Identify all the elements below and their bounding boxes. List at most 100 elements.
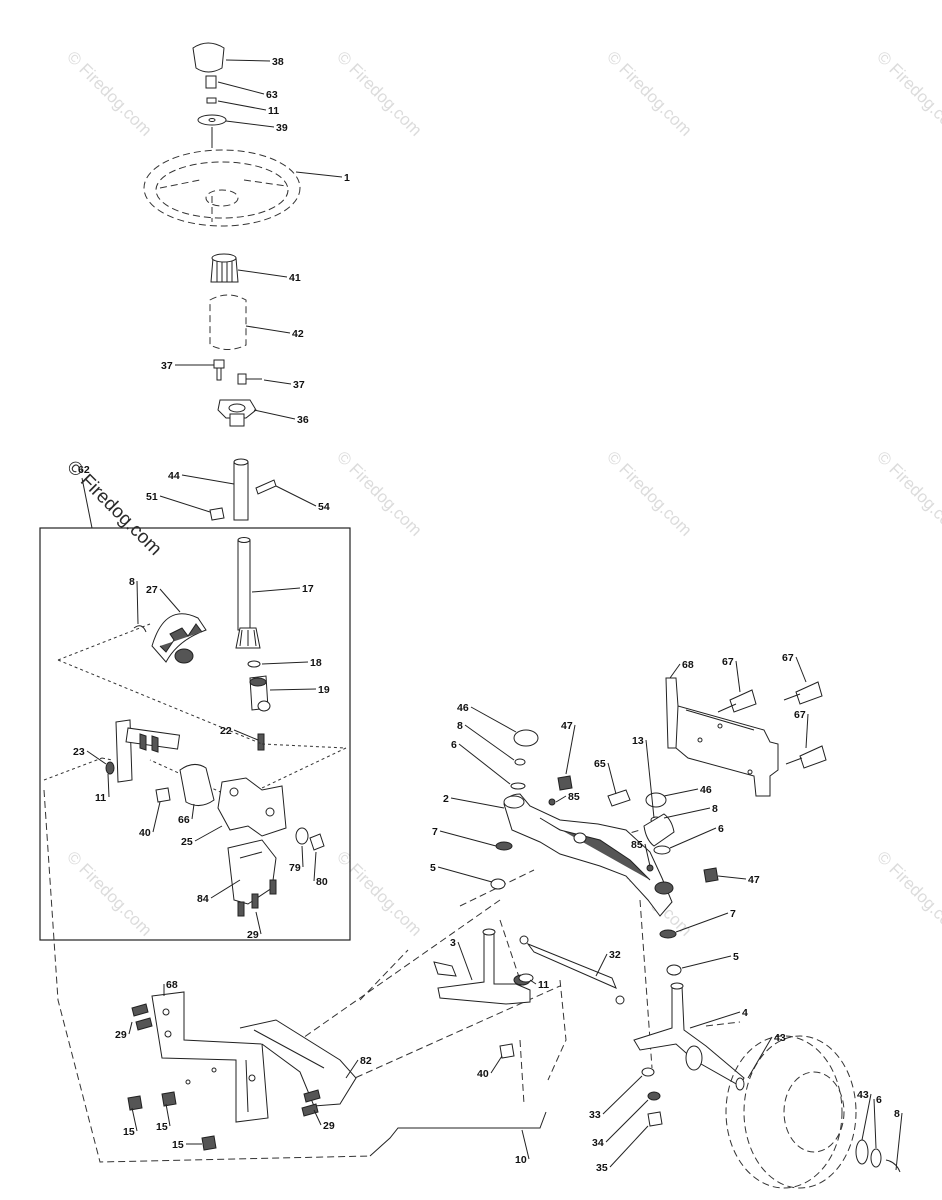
callout-label: 10 [515,1154,527,1166]
leader-line [217,81,265,95]
callout-label: 11 [95,792,106,804]
leader-line [735,660,741,693]
callout-label: 41 [289,272,301,284]
leader-line [313,1109,322,1126]
leader-line [873,1098,877,1149]
callout-label: 38 [272,56,284,68]
leader-line [136,580,139,625]
axle-cap-left [513,729,539,747]
shaft-bushing [179,764,215,806]
leader-line [275,485,317,507]
steering-column-group [143,42,301,521]
callout-label: 43 [857,1089,869,1101]
callout-label: 40 [139,827,151,839]
leader-line [233,729,259,741]
callout-label: 82 [360,1055,372,1067]
leader-line [644,843,651,867]
callout-label: 8 [457,720,463,732]
callout-label: 5 [733,951,739,963]
callout-label: 22 [220,725,232,737]
front-wheel [725,1035,901,1189]
callout-label: 37 [293,379,305,391]
leader-line [675,912,729,933]
clevis-bolt [309,833,325,851]
steering-cap [192,42,225,73]
callout-label: 4 [742,1007,748,1019]
callout-label: 42 [292,328,304,340]
callout-label: 15 [123,1126,135,1138]
callout-label: 47 [748,874,760,886]
leader-line [301,845,304,868]
callout-label: 29 [323,1120,335,1132]
leader-line [261,661,309,665]
leader-line [131,1107,138,1132]
watermark-text: © Firedog.com [333,447,425,539]
leader-line [458,743,511,785]
leader-line [521,1129,530,1160]
steering-shaft-upper [233,461,249,521]
front-axle [503,793,673,917]
callout-label: 33 [589,1109,601,1121]
leader-line [681,955,732,969]
leader-line [165,1103,171,1127]
callout-label: 67 [794,709,806,721]
callout-label: 47 [561,720,573,732]
callout-label: 8 [129,576,135,588]
watermark-prominent: © Firedog.com [62,457,165,560]
callout-label: 44 [168,470,180,482]
callout-label: 11 [538,979,549,991]
leader-line [555,795,567,803]
block-bolt [257,733,265,751]
tie-rod [526,942,617,989]
leader-line [861,1093,872,1141]
callout-label: 7 [730,908,736,920]
leader-line [217,100,267,111]
callout-label: 5 [430,862,436,874]
leader-lines [86,59,903,1171]
leader-line [464,724,515,761]
callout-label: 35 [596,1162,608,1174]
callout-label: 51 [146,491,158,503]
leader-line [490,1055,503,1074]
leader-line [191,803,195,820]
shaft-nut [209,507,225,521]
leader-line [253,409,296,420]
callout-label: 32 [609,949,621,961]
steering-lockwasher [206,97,217,104]
lower-frame-bracket [127,991,357,1151]
leader-line [225,120,275,128]
callout-label: 25 [181,836,193,848]
callout-label: 54 [318,501,330,513]
callout-label: 29 [115,1029,127,1041]
clevis-washer [295,827,309,845]
leader-line [602,1075,643,1115]
column-bolt-left [213,359,225,381]
leader-line [345,1059,359,1079]
steering-wheel [143,149,301,227]
leader-line [565,724,576,775]
callout-label: 36 [297,414,309,426]
leader-line [269,688,317,691]
leader-line [107,773,110,798]
axle-mount-bracket [665,677,827,797]
leader-line [529,979,537,985]
steering-bolt [205,75,217,89]
leader-line [717,875,747,880]
routing-lines [43,789,741,1163]
callout-label: 2 [443,793,449,805]
callout-label: 40 [477,1068,489,1080]
callout-label: 6 [718,823,724,835]
leader-line [237,269,288,278]
leader-line [663,807,711,819]
callout-label: 79 [289,862,301,874]
watermark-text: © Firedog.com [603,447,695,539]
callout-label: 66 [178,814,190,826]
leader-line [895,1112,903,1171]
callout-label: 62 [78,464,90,476]
inset-box [39,527,351,941]
callout-label: 85 [568,791,580,803]
callout-label: 27 [146,584,158,596]
shaft-nut-small [155,787,171,803]
watermark-text: © Firedog.com [873,447,942,539]
callout-label: 6 [876,1094,882,1106]
